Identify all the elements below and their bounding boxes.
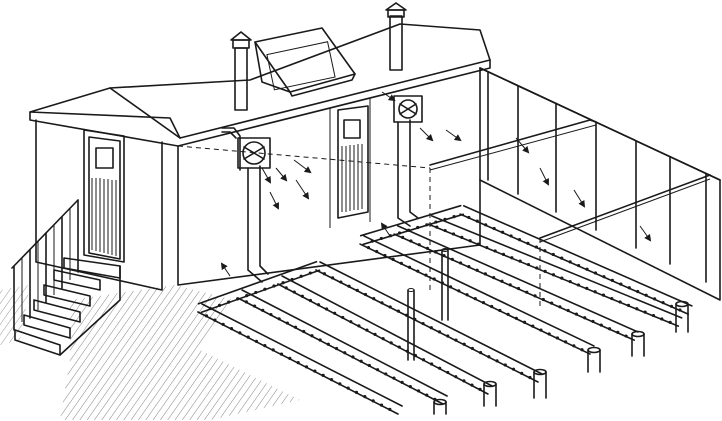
roof-vent-pipe	[221, 127, 241, 171]
entry-stairs	[11, 199, 121, 356]
duct-left	[247, 165, 269, 283]
roof-vent-right	[385, 2, 407, 71]
airflow-arrows	[220, 91, 652, 277]
roof-vent-left	[230, 31, 252, 111]
side-door	[83, 129, 125, 263]
front-door	[337, 105, 369, 219]
fan-right	[393, 95, 423, 123]
duct-right	[397, 119, 419, 227]
fan-left	[237, 137, 271, 169]
support-posts	[407, 248, 449, 361]
greenhouse-frame	[177, 67, 721, 310]
solar-collector	[254, 27, 356, 97]
underground-pipe-system	[197, 204, 693, 415]
